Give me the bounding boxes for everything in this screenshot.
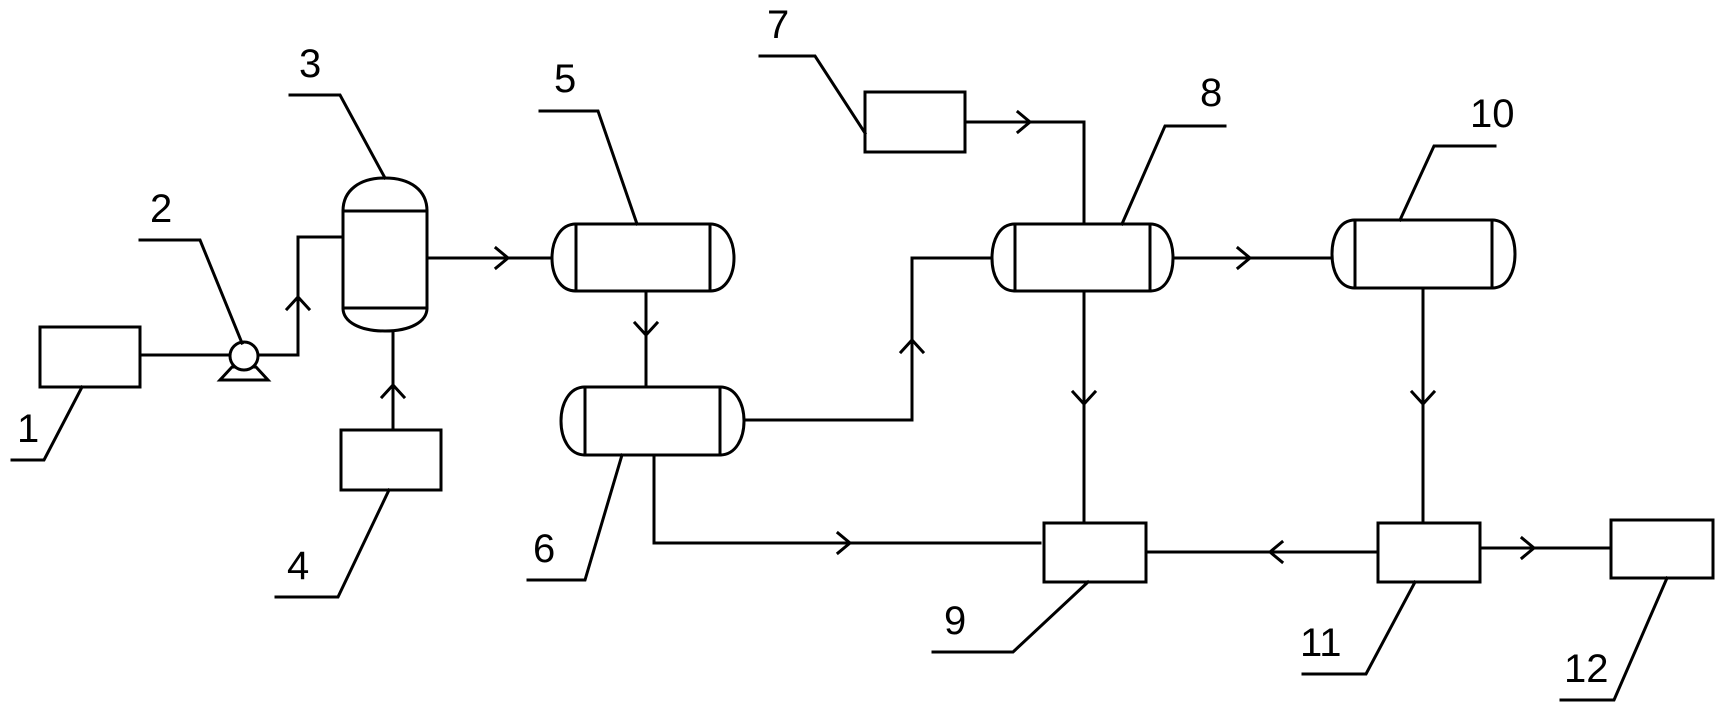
horizontal-vessel-8	[990, 222, 1175, 293]
horizontal-vessel-5	[550, 222, 736, 293]
label-3: 3	[299, 42, 321, 86]
arrow-right-icon	[1015, 109, 1033, 135]
equipment-11-box	[1376, 521, 1482, 584]
leader-2	[138, 238, 244, 345]
line-6-to-8	[742, 256, 994, 422]
equipment-12-box	[1609, 518, 1715, 580]
arrow-up-icon	[284, 294, 312, 312]
label-11: 11	[1300, 621, 1342, 665]
label-10: 10	[1470, 92, 1515, 136]
leader-6	[526, 453, 624, 582]
leader-8	[1120, 124, 1227, 226]
equipment-4-box	[339, 428, 443, 492]
flow-arrows	[284, 109, 1537, 565]
equipment-1-box	[38, 325, 142, 389]
equipment-9-box	[1042, 521, 1148, 584]
arrow-right-icon	[1235, 245, 1253, 271]
leader-3	[288, 93, 388, 181]
leader-4	[274, 488, 391, 599]
label-7: 7	[767, 3, 789, 47]
horizontal-vessel-10	[1330, 218, 1517, 290]
arrow-right-icon	[1519, 535, 1537, 561]
label-6: 6	[533, 527, 555, 571]
arrow-down-icon	[1070, 389, 1098, 407]
arrow-right-icon	[493, 245, 511, 271]
leader-10	[1398, 144, 1497, 222]
arrow-up-icon	[379, 382, 407, 400]
label-2: 2	[150, 187, 172, 231]
leader-7	[758, 54, 868, 136]
pump-icon	[216, 340, 272, 382]
arrow-left-icon	[1267, 539, 1285, 565]
leader-1	[10, 384, 85, 462]
arrow-up-icon	[898, 337, 926, 355]
arrow-right-icon	[835, 530, 853, 556]
label-8: 8	[1200, 71, 1222, 115]
label-12: 12	[1564, 647, 1609, 691]
line-6-to-9	[652, 454, 1042, 545]
leader-11	[1301, 579, 1418, 676]
leader-9	[931, 579, 1091, 654]
equipment-7-box	[863, 90, 967, 154]
horizontal-vessel-6	[559, 385, 746, 457]
line-7-to-8	[964, 120, 1086, 226]
leader-12	[1559, 576, 1669, 702]
arrow-down-icon	[1409, 389, 1437, 407]
label-5: 5	[554, 57, 576, 101]
equipment-labels: 1 2 3 4 5 6 7 8 9 10 11 12	[17, 3, 1609, 691]
label-4: 4	[287, 544, 309, 588]
label-1: 1	[17, 407, 39, 451]
vertical-vessel-3	[341, 176, 429, 333]
leader-lines	[10, 54, 1669, 702]
leader-5	[538, 109, 639, 226]
arrow-down-icon	[632, 320, 660, 338]
label-9: 9	[944, 599, 966, 643]
